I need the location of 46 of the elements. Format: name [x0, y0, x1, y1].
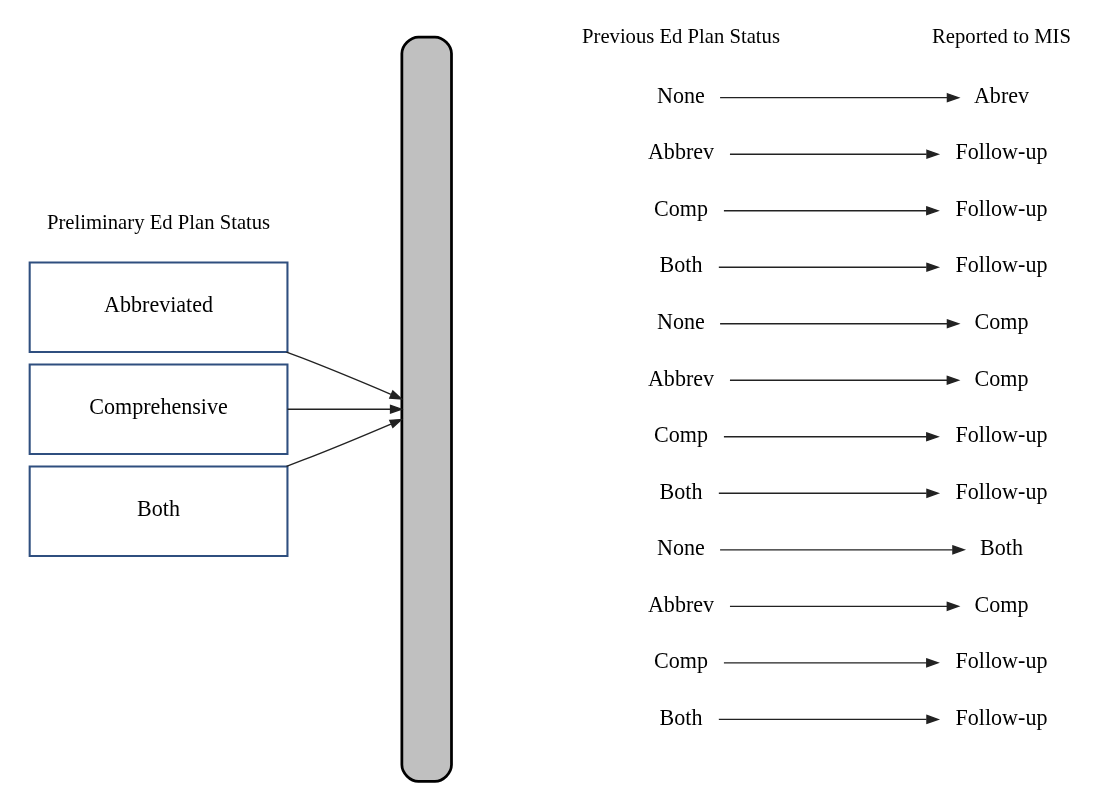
- node-text: Follow-up: [955, 252, 1047, 278]
- node-text: Abbrev: [647, 365, 714, 391]
- node-text: Both: [659, 478, 702, 504]
- node-text: Comp: [653, 422, 708, 448]
- arrow: [717, 714, 940, 725]
- node-box: Both: [28, 465, 288, 558]
- label: Previous Ed Plan Status: [581, 25, 780, 48]
- node-text: Abbrev: [647, 139, 714, 165]
- node-text: Comp: [653, 648, 708, 674]
- node-text: Comp: [974, 308, 1028, 334]
- node-text: Comp: [974, 591, 1028, 617]
- node-text: Follow-up: [955, 648, 1047, 674]
- node-text: Follow-up: [955, 704, 1047, 730]
- node-box: Abbreviated: [28, 261, 288, 354]
- node-text: Both: [659, 252, 702, 278]
- node-text: None: [656, 308, 705, 334]
- arrow: [728, 601, 960, 612]
- arrow: [717, 488, 940, 499]
- arrow: [285, 418, 403, 468]
- arrow: [722, 658, 940, 668]
- node-text: Follow-up: [955, 139, 1047, 165]
- node-text: Follow-up: [955, 422, 1047, 448]
- node-text: Abbrev: [647, 591, 714, 617]
- arrow: [728, 375, 960, 386]
- node-bar: [400, 35, 453, 783]
- arrow: [285, 351, 403, 400]
- arrow: [717, 262, 940, 273]
- arrow: [722, 205, 940, 216]
- node-text: Follow-up: [955, 478, 1047, 504]
- arrow: [718, 318, 961, 329]
- arrow: [286, 404, 404, 415]
- arrow: [718, 92, 961, 103]
- node-box: Comprehensive: [28, 363, 288, 456]
- node-text: Comp: [653, 195, 708, 221]
- node-text: Both: [979, 535, 1023, 561]
- label: Preliminary Ed Plan Status: [46, 211, 270, 234]
- arrow: [718, 545, 966, 555]
- arrow: [722, 431, 940, 442]
- node-text: Abrev: [973, 82, 1029, 108]
- node-text: Comp: [974, 365, 1028, 391]
- node-text: Both: [659, 704, 702, 730]
- node-text: None: [656, 82, 705, 108]
- node-text: None: [656, 535, 705, 561]
- label: Reported to MIS: [931, 25, 1071, 48]
- node-text: Follow-up: [955, 195, 1047, 221]
- arrow: [728, 149, 940, 160]
